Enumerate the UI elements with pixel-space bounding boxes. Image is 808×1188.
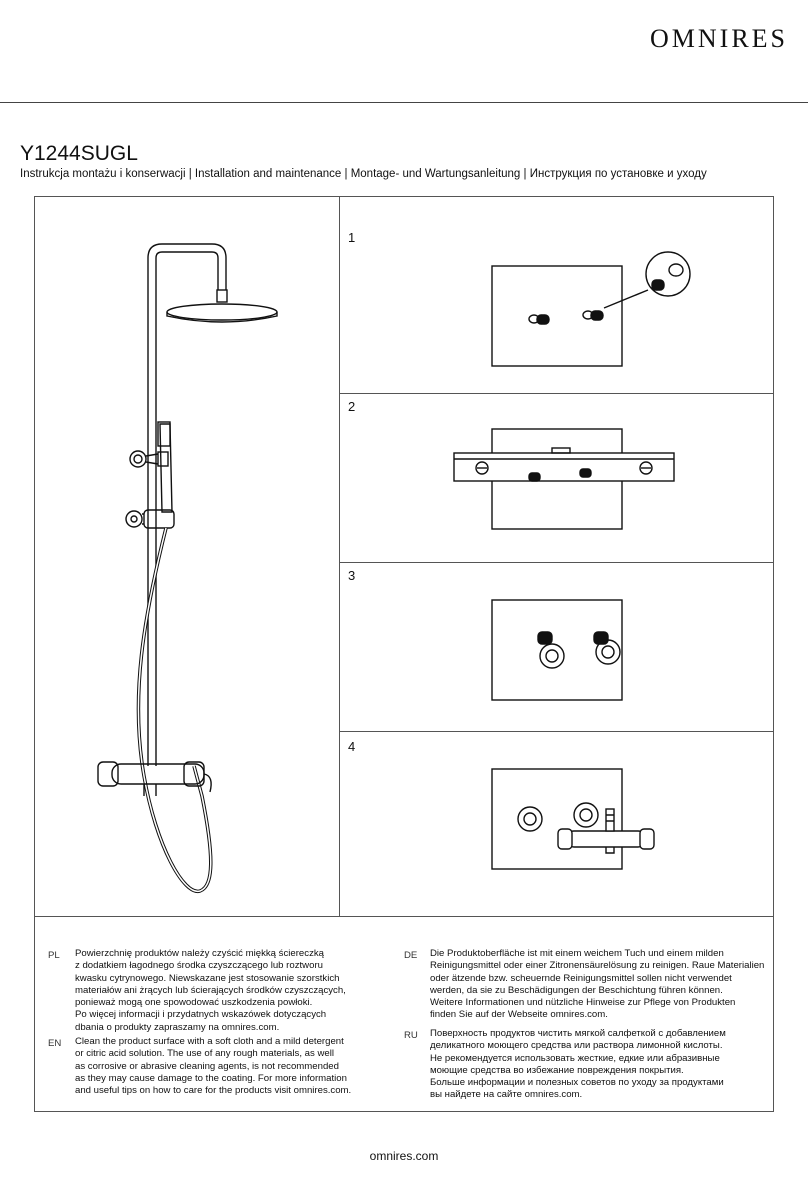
step-number: 3: [348, 568, 356, 583]
text-line: моющие средства во избежание повреждения…: [430, 1064, 684, 1076]
step-divider: [340, 393, 774, 394]
care-text-pl: Powierzchnię produktów należy czyścić mi…: [75, 948, 346, 1034]
text-line: Die Produktoberfläche ist mit einem weic…: [430, 948, 724, 959]
text-line: dbania o produkty zapraszamy na omnires.…: [75, 1021, 280, 1033]
header-divider: [0, 102, 808, 103]
care-text-de: Die Produktoberfläche ist mit einem weic…: [430, 948, 764, 1022]
text-line: Po więcej informacji i przydatnych wskaz…: [75, 1009, 327, 1021]
shower-column-illustration: [34, 196, 340, 916]
text-line: ponieważ mogą one spowodować uszkodzenia…: [75, 997, 313, 1009]
step-3: 3: [340, 562, 774, 731]
lang-label-en: EN: [48, 1038, 62, 1049]
footer-url: omnires.com: [369, 1149, 439, 1163]
text-line: Powierzchnię produktów należy czyścić mi…: [75, 948, 324, 959]
instruction-frame: [34, 196, 774, 1112]
text-line: or citric acid solution. The use of any …: [75, 1048, 334, 1060]
care-text-ru: Поверхность продуктов чистить мягкой сал…: [430, 1028, 726, 1102]
step-2: 2: [340, 393, 774, 562]
text-line: materiałów ani żrących lub ścierających …: [75, 984, 346, 996]
document-subtitle: Instrukcja montażu i konserwacji | Insta…: [20, 168, 707, 180]
text-line: Поверхность продуктов чистить мягкой сал…: [430, 1028, 726, 1039]
text-line: Больше информации и полезных советов по …: [430, 1077, 724, 1089]
brand-logo: OMNIRES: [649, 24, 788, 53]
text-line: oder ätzende bzw. scheuernde Reinigungsm…: [430, 972, 732, 984]
care-text-en: Clean the product surface with a soft cl…: [75, 1036, 351, 1097]
text-line: Clean the product surface with a soft cl…: [75, 1036, 344, 1047]
text-line: and useful tips on how to care for the p…: [75, 1085, 352, 1097]
text-line: finden Sie auf der Webseite omnires.com.: [430, 1009, 608, 1021]
step-4: 4: [340, 731, 774, 916]
text-line: kwasku cytrynowego. Niewskazane jest sto…: [75, 972, 340, 984]
text-line: Не рекомендуется использовать жесткие, е…: [430, 1052, 720, 1064]
text-line: вы найдете на сайте omnires.com.: [430, 1089, 583, 1101]
text-line: werden, da sie zu Beschädigungen der Bes…: [430, 984, 723, 996]
section-divider: [34, 916, 774, 917]
model-title: Y1244SUGL: [20, 142, 138, 165]
text-line: as they may cause damage to the coating.…: [75, 1072, 347, 1084]
lang-label-de: DE: [404, 950, 418, 961]
text-line: Weitere Informationen und nützliche Hinw…: [430, 997, 736, 1009]
step-number: 4: [348, 739, 356, 754]
text-line: as corrosive or abrasive cleaning agents…: [75, 1060, 339, 1072]
text-line: деликатного моющего средства или раствор…: [430, 1040, 723, 1052]
step-1: 1: [340, 196, 774, 393]
lang-label-ru: RU: [404, 1030, 418, 1041]
step-divider: [340, 562, 774, 563]
column-divider: [339, 196, 340, 917]
text-line: z dodatkiem łagodnego środka czyszcząceg…: [75, 960, 323, 972]
step-number: 1: [348, 230, 356, 245]
step-number: 2: [348, 399, 356, 414]
step-divider: [340, 731, 774, 732]
text-line: Reinigungsmittel oder einer Zitronensäur…: [430, 960, 765, 972]
lang-label-pl: PL: [48, 950, 60, 961]
